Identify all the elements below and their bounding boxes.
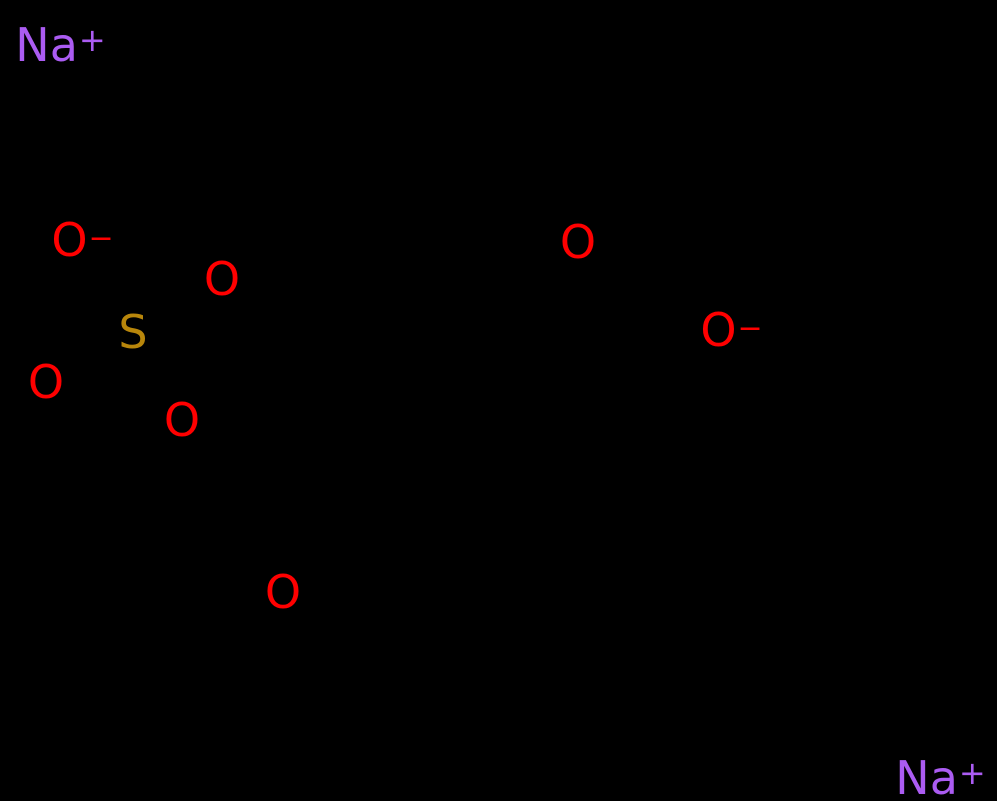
sodium-cation-bottom-right: Na+ xyxy=(895,753,986,801)
oxygen-symbol: O xyxy=(559,215,597,269)
bond-s-o-oxo-a xyxy=(64,348,116,372)
sodium-charge: + xyxy=(958,753,986,792)
bond-o-s xyxy=(100,258,124,312)
oxygen-charge: − xyxy=(737,310,763,346)
oxygen-symbol: O xyxy=(27,355,65,409)
oxygen-carbonyl: O xyxy=(560,219,596,265)
oxygen-symbol: O xyxy=(203,252,241,306)
oxygen-sulfate-oxo-b: O xyxy=(164,397,200,443)
sulfur-sulfate: S xyxy=(118,309,147,355)
sodium-cation-top-left: Na+ xyxy=(15,20,106,68)
bond-ring xyxy=(296,296,484,475)
oxygen-symbol: O xyxy=(163,393,201,447)
oxygen-sulfate-oxo-a: O xyxy=(28,359,64,405)
oxygen-ring-lower: O xyxy=(265,569,301,615)
oxygen-sulfate-ester: O xyxy=(204,256,240,302)
sodium-charge: + xyxy=(78,20,106,59)
sodium-symbol: Na xyxy=(15,18,78,72)
bond-s-o-ester xyxy=(152,290,204,324)
bond-s-o-oxo-b xyxy=(151,346,176,400)
bond-chain-left xyxy=(242,292,364,564)
oxygen-symbol: O xyxy=(51,213,88,267)
oxygen-symbol: O xyxy=(264,565,302,619)
oxygen-symbol: O xyxy=(700,303,737,357)
oxygen-sulfate-anion: O− xyxy=(51,217,114,263)
sodium-symbol: Na xyxy=(895,751,958,801)
sulfur-symbol: S xyxy=(118,305,148,359)
oxygen-charge: − xyxy=(88,220,114,256)
bond-chain-right xyxy=(476,260,704,344)
oxygen-carboxylate-anion: O− xyxy=(700,307,763,353)
